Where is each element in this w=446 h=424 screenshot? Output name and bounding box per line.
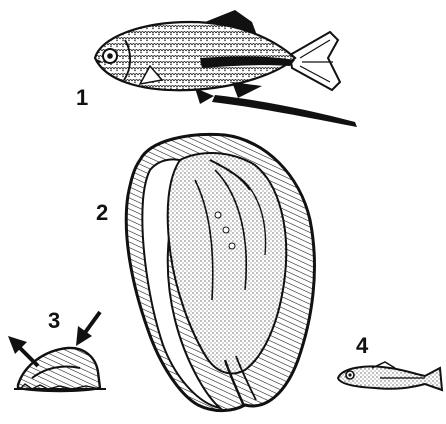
bitterling-fish-icon: [95, 10, 357, 127]
label-2: 2: [96, 200, 108, 225]
freshwater-mussel-icon: [126, 134, 314, 410]
arrow-out-icon: [8, 336, 38, 366]
label-3: 3: [48, 308, 60, 333]
fry-icon: [338, 362, 442, 390]
arrow-in-icon: [76, 312, 100, 346]
label-1: 1: [76, 85, 88, 110]
label-4: 4: [356, 333, 369, 358]
